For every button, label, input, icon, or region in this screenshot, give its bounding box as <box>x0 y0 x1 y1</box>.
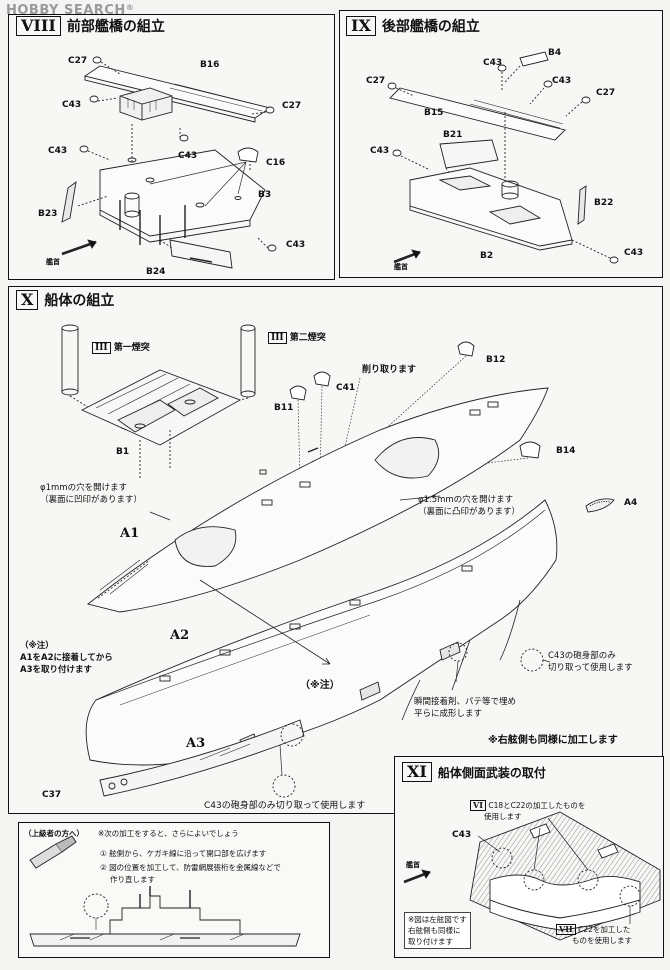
bow-direction-label: 艦首 <box>406 861 420 869</box>
label-c27: C27 <box>596 88 616 98</box>
c43-barrel-note: C43の砲身部のみ 切り取って使用します <box>548 651 633 673</box>
advanced-title: （上級者の方へ） <box>24 829 84 838</box>
advanced-item-1: ① 舷側から、ケガキ線に沿って開口部を広げます <box>100 849 267 858</box>
label-b3: B3 <box>258 190 272 200</box>
advanced-item-2: ② 図の位置を加工して、防雷網展張桁を金属線などで <box>100 863 281 872</box>
assembly-order-note: （※注） A1をA2に接着してから A3を取り付けます <box>20 641 113 675</box>
label-c43: C43 <box>370 146 390 156</box>
step-xi-numeral: XI <box>402 762 432 782</box>
label-b21: B21 <box>443 130 463 140</box>
starboard-note: ※右舷側も同様に加工します <box>488 735 618 746</box>
label-b14: B14 <box>556 446 576 456</box>
step-ix-title: IX 後部艦橋の組立 <box>346 16 480 36</box>
step-viii-numeral: VIII <box>16 16 61 36</box>
label-c43: C43 <box>62 100 82 110</box>
remove-note: 削り取ります <box>362 365 417 375</box>
advanced-tips-box <box>18 822 330 958</box>
label-c43: C43 <box>552 76 572 86</box>
hole-1mm-note: φ1mmの穴を開けます （裏面に凹印があります） <box>40 483 143 505</box>
panel-step-ix <box>339 10 663 278</box>
step-viii-title: VIII 前部艦橋の組立 <box>16 16 165 36</box>
advanced-item-3: 作り直します <box>110 875 155 884</box>
step-ix-numeral: IX <box>346 16 376 36</box>
label-c27: C27 <box>366 76 386 86</box>
label-c43: C43 <box>452 830 472 840</box>
label-b1: B1 <box>116 447 130 457</box>
label-b15: B15 <box>424 108 444 118</box>
bow-direction-label: 艦首 <box>46 258 60 266</box>
label-a4: A4 <box>624 498 638 508</box>
label-a3: A3 <box>186 736 206 751</box>
label-b24: B24 <box>146 267 166 277</box>
bow-direction-label: 艦首 <box>394 263 408 271</box>
note-marker: （※注） <box>300 680 340 691</box>
step-x-numeral: X <box>16 290 39 310</box>
advanced-lead: ※次の加工をすると、さらによいでしょう <box>98 829 239 838</box>
label-a2: A2 <box>170 628 190 643</box>
label-c43: C43 <box>483 58 503 68</box>
label-c27: C27 <box>68 56 88 66</box>
label-b11: B11 <box>274 403 294 413</box>
label-c43: C43 <box>624 248 644 258</box>
label-b23: B23 <box>38 209 58 219</box>
label-c27: C27 <box>282 101 302 111</box>
step-x-title: X 船体の組立 <box>16 290 114 310</box>
label-c37: C37 <box>42 790 62 800</box>
label-b2: B2 <box>480 251 494 261</box>
funnel-2-label: III 第二煙突 <box>268 330 326 344</box>
c18-c22-note: VI C18とC22の加工したものを 使用します <box>470 800 585 822</box>
port-side-note: ※図は左舷図です 右舷側も同様に 取り付けます <box>404 912 471 949</box>
label-c43: C43 <box>178 151 198 161</box>
label-a1: A1 <box>120 526 140 541</box>
glue-fill-note: 瞬間接着剤、パテ等で埋め 平らに成形します <box>414 697 517 719</box>
label-b16: B16 <box>200 60 220 70</box>
label-c41: C41 <box>336 383 356 393</box>
label-b22: B22 <box>594 198 614 208</box>
funnel-1-label: III 第一煙突 <box>92 340 150 354</box>
label-c16: C16 <box>266 158 286 168</box>
label-b12: B12 <box>486 355 506 365</box>
label-c43: C43 <box>48 146 68 156</box>
label-c43: C43 <box>286 240 306 250</box>
label-b4: B4 <box>548 48 562 58</box>
hole-1-5mm-note: φ1.5mmの穴を開けます （裏面に凸印があります） <box>418 495 521 517</box>
c43-barrel-note-2: C43の砲身部のみ切り取って使用します <box>204 801 366 811</box>
step-xi-title: XI 船体側面武装の取付 <box>402 762 546 782</box>
c22-note: VII C22を加工した ものを使用します <box>556 924 632 946</box>
